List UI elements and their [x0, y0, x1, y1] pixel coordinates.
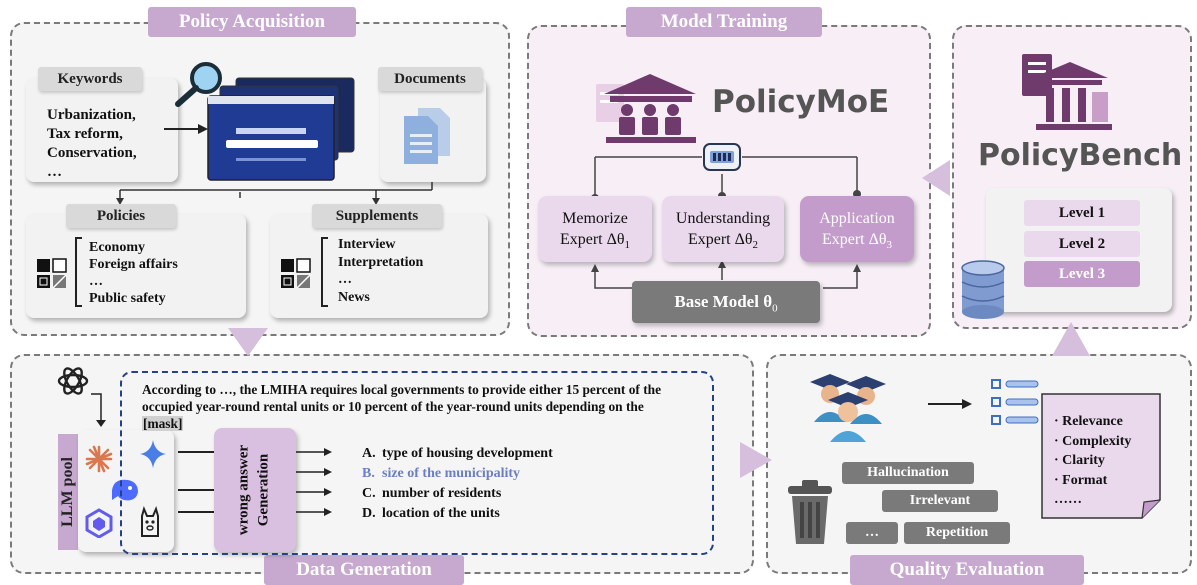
policy-item: … — [89, 274, 103, 289]
documents-title: Documents — [378, 67, 482, 91]
supplement-item: Interview — [338, 237, 396, 252]
expert-label: Understanding — [675, 210, 771, 227]
expert-delta: Expert Δθ2 — [687, 231, 759, 252]
question-box — [120, 371, 714, 555]
criterion-item: · Format — [1054, 472, 1108, 488]
database-icon — [961, 260, 1005, 319]
keywords-list: Urbanization, Tax reform, Conservation, … — [47, 106, 137, 182]
memorize-expert-box: Memorize Expert Δθ1 — [538, 196, 652, 262]
level-3: Level 3 — [1024, 261, 1140, 287]
list-bracket — [75, 237, 82, 307]
qwen-logo-icon — [85, 508, 113, 538]
quality-evaluation-tag: Quality Evaluation — [850, 555, 1084, 585]
openai-logo-icon — [57, 367, 89, 395]
arrow-right-icon — [928, 399, 972, 409]
base-model-label: Base Model θ — [674, 292, 773, 311]
option-c: C.number of residents — [362, 486, 502, 501]
expert-label: Application — [819, 210, 895, 227]
llm-pool-strip — [58, 434, 78, 550]
level-2: Level 2 — [1024, 231, 1140, 257]
browser-windows-icon — [207, 77, 355, 181]
policies-title: Policies — [66, 204, 176, 228]
keyword-item: Urbanization, — [47, 107, 136, 123]
data-generation-tag: Data Generation — [264, 555, 464, 585]
answer-options: A.type of housing development B.size of … — [362, 444, 553, 524]
list-bracket — [321, 237, 328, 307]
keywords-card — [26, 78, 178, 182]
expert-delta: Expert Δθ1 — [559, 231, 631, 252]
keyword-item: Tax reform, — [47, 126, 123, 142]
supplements-title: Supplements — [312, 204, 442, 228]
policybench-title: PolicyBench — [978, 138, 1183, 173]
flow-arrow-left-icon — [922, 160, 950, 196]
reviewers-icon — [810, 374, 886, 442]
policybench-logo-icon — [1022, 54, 1112, 130]
acquisition-connectors — [116, 182, 433, 205]
flow-arrow-up-icon — [1052, 322, 1090, 356]
policymoe-title: PolicyMoE — [712, 84, 890, 120]
policymoe-logo-icon — [596, 74, 696, 143]
ellipsis-tag: … — [846, 522, 898, 544]
irrelevant-tag: Irrelevant — [882, 490, 998, 512]
repetition-tag: Repetition — [904, 522, 1010, 544]
option-d: D.location of the units — [362, 506, 500, 521]
criteria-note-bg — [1041, 393, 1161, 519]
policies-list: Economy Foreign affairs … Public safety — [89, 239, 178, 307]
level-1: Level 1 — [1024, 200, 1140, 226]
supplement-item: Interpretation — [338, 254, 424, 270]
arrow-right-icon — [164, 124, 208, 134]
expert-delta: Expert Δθ3 — [821, 231, 893, 252]
criterion-item: …… — [1054, 492, 1082, 507]
mask-token: [mask] — [142, 416, 184, 431]
generation-arrows — [178, 448, 332, 516]
criterion-item: · Clarity — [1054, 453, 1105, 468]
documents-icon — [404, 108, 450, 164]
base-model-box: Base Model θ0 — [632, 281, 820, 323]
llama-logo-icon — [141, 506, 159, 537]
supplement-item: News — [338, 289, 370, 305]
application-expert-box: Application Expert Δθ3 — [800, 196, 914, 262]
trash-can-icon — [788, 480, 832, 544]
policy-acquisition-tag: Policy Acquisition — [148, 7, 356, 37]
router-icon — [703, 143, 741, 171]
policy-item: Economy — [89, 240, 145, 255]
checklist-icon — [991, 379, 1039, 425]
criteria-list: · Relevance · Complexity · Clarity · For… — [1054, 412, 1131, 510]
policy-item: Public safety — [89, 291, 166, 306]
criterion-item: · Complexity — [1054, 433, 1132, 449]
category-grid-icon — [37, 258, 67, 289]
expert-label: Memorize — [562, 210, 628, 227]
criterion-item: · Relevance — [1054, 414, 1123, 429]
category-grid-icon — [281, 258, 311, 289]
supplements-list: Interview Interpretation … News — [338, 236, 423, 306]
deepseek-logo-icon — [112, 479, 138, 501]
keywords-title: Keywords — [38, 67, 142, 91]
wrong-answer-generation-box — [214, 428, 296, 552]
search-icon — [175, 62, 222, 107]
option-a: A.type of housing development — [362, 446, 553, 461]
understanding-expert-box: Understanding Expert Δθ2 — [662, 196, 784, 262]
flow-arrow-right-icon — [740, 442, 772, 478]
gemini-logo-icon — [140, 440, 166, 468]
keyword-item: Conservation, — [47, 145, 137, 161]
policy-item: Foreign affairs — [89, 257, 178, 272]
option-b-correct: B.size of the municipality — [362, 466, 521, 481]
question-text: According to …, the LMIHA requires local… — [142, 382, 662, 431]
supplement-item: … — [338, 272, 352, 287]
model-training-tag: Model Training — [626, 7, 822, 37]
claude-logo-icon — [85, 445, 113, 473]
keyword-item: … — [47, 164, 62, 180]
hallucination-tag: Hallucination — [842, 462, 974, 484]
llm-pool-label: LLM pool — [59, 457, 76, 527]
flow-arrow-down-icon — [228, 328, 268, 356]
arrow-down-icon — [91, 393, 106, 427]
